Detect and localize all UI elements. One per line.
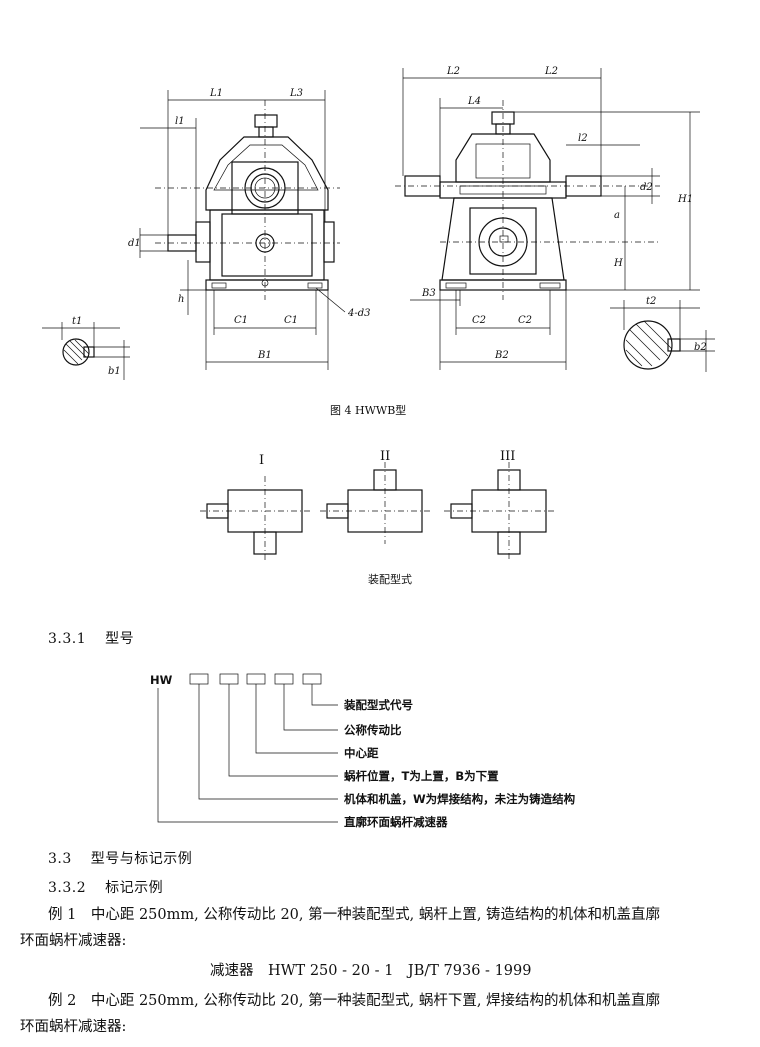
- dim-l1: l1: [175, 116, 185, 127]
- right-base-foot-2: [539, 282, 561, 289]
- dim-L2-left: L2: [446, 66, 460, 77]
- left-cover: [205, 136, 329, 211]
- dim-d2: d2: [640, 182, 653, 193]
- section-view-large: t2 b2: [610, 296, 715, 372]
- example-2: 例 2 中心距 250mm, 公称传动比 20, 第一种装配型式, 蜗杆下置, …: [20, 988, 745, 1040]
- example-1-line-2: 环面蜗杆减速器:: [20, 933, 127, 949]
- dim-4-d3: 4-d3: [347, 308, 371, 319]
- assembly-caption: 装配型式: [368, 572, 412, 586]
- dim-b1: b1: [108, 366, 121, 377]
- dim-H: H: [613, 258, 623, 269]
- left-side-boss-left: [195, 221, 211, 263]
- dim-L2-right: L2: [544, 66, 558, 77]
- section-large-key: [667, 338, 681, 352]
- dim-h: h: [178, 294, 184, 305]
- dim-l2: l2: [578, 133, 588, 144]
- left-body-inner: [221, 213, 313, 277]
- dim-H1: H1: [677, 194, 693, 205]
- dim-B2: B2: [494, 350, 509, 361]
- left-base-foot-2: [307, 282, 323, 289]
- dim-B3: B3: [421, 288, 436, 299]
- dim-b2: b2: [694, 342, 707, 353]
- legend-center-distance: 中心距: [344, 746, 379, 760]
- section-small-circle: [62, 338, 90, 366]
- section-3-3-number: 3.3: [48, 851, 72, 867]
- dim-L3: L3: [289, 88, 303, 99]
- dim-d1: d1: [128, 238, 141, 249]
- code-box-4: [274, 673, 294, 685]
- example-2-line-2: 环面蜗杆减速器:: [20, 1019, 127, 1035]
- section-3-3-1-number: 3.3.1: [48, 631, 87, 647]
- section-small-key: [83, 346, 95, 358]
- code-box-5: [302, 673, 322, 685]
- dim-t2: t2: [646, 296, 656, 307]
- assembly-type-2-label: II: [380, 449, 390, 464]
- code-box-2: [219, 673, 239, 685]
- section-3-3-title: 型号与标记示例: [90, 851, 193, 867]
- left-body: [209, 209, 325, 281]
- model-code-diagram: HW 装配型式代号 公称传动比 中心距 蜗杆位置，T为上置，B为下置 机体和机盖…: [150, 673, 576, 829]
- model-code-prefix: HW: [150, 673, 173, 687]
- dim-L4: L4: [467, 96, 481, 107]
- code-box-3: [246, 673, 266, 685]
- dim-L1: L1: [209, 88, 223, 99]
- legend-reducer-type: 直廓环面蜗杆减速器: [344, 815, 448, 829]
- legend-ratio: 公称传动比: [344, 723, 402, 737]
- section-small-hatch: [63, 339, 90, 365]
- dim-C1-right: C1: [284, 315, 298, 326]
- section-view-small: t1 b1: [42, 316, 130, 380]
- assembly-types-drawing: I II III 装配型式: [200, 449, 554, 586]
- dim-t1: t1: [72, 316, 82, 327]
- example-1-mark: 减速器 HWT 250 - 20 - 1 JB/T 7936 - 1999: [210, 963, 532, 979]
- assembly-type-3: III: [444, 449, 554, 562]
- left-base-foot-1: [211, 282, 227, 289]
- code-box-1: [189, 673, 209, 685]
- section-3-3-heading: 3.3 型号与标记示例: [48, 848, 192, 868]
- left-base: [205, 279, 329, 291]
- assembly-type-2: II: [320, 449, 430, 544]
- section-3-3-1-heading: 3.3.1 型号: [48, 628, 134, 648]
- section-3-3-2-number: 3.3.2: [48, 880, 87, 896]
- legend-assembly-code: 装配型式代号: [343, 698, 413, 712]
- right-base-foot-1: [445, 282, 467, 289]
- dim-C2-right: C2: [518, 315, 532, 326]
- example-1-line-1: 例 1 中心距 250mm, 公称传动比 20, 第一种装配型式, 蜗杆上置, …: [48, 907, 661, 923]
- figure-4-caption: 图 4 HWWB型: [330, 403, 406, 417]
- assembly-type-1-label: I: [259, 453, 264, 468]
- example-2-line-1: 例 2 中心距 250mm, 公称传动比 20, 第一种装配型式, 蜗杆下置, …: [48, 993, 661, 1009]
- section-large-hatch: [625, 320, 673, 367]
- dim-C2-left: C2: [472, 315, 486, 326]
- left-view: L1 L3 l1 d1 h C1 C1 B1 4-d3: [128, 88, 371, 370]
- left-cover-rib: [213, 144, 319, 191]
- figure-4-drawing: L1 L3 l1 d1 h C1 C1 B1 4-d3: [42, 66, 715, 417]
- legend-housing: 机体和机盖，W为焊接结构，未注为铸造结构: [344, 792, 576, 806]
- section-3-3-1-title: 型号: [105, 631, 135, 647]
- left-top-neck: [258, 126, 274, 138]
- dim-C1-left: C1: [234, 315, 248, 326]
- left-top-plug: [254, 114, 278, 128]
- dim-B1: B1: [257, 350, 272, 361]
- right-base: [439, 279, 567, 291]
- example-1: 例 1 中心距 250mm, 公称传动比 20, 第一种装配型式, 蜗杆上置, …: [20, 902, 745, 984]
- left-side-boss-right: [323, 221, 335, 263]
- legend-worm-position: 蜗杆位置，T为上置，B为下置: [344, 769, 499, 783]
- right-view: L2 L2 L4 l2 d2 a H H1 B3 C2 C2 B2: [395, 66, 700, 370]
- section-large-circle: [623, 320, 673, 370]
- right-bore-key: [499, 235, 509, 243]
- section-3-3-2-title: 标记示例: [105, 880, 164, 896]
- assembly-type-1: I: [200, 453, 310, 562]
- assembly-type-3-label: III: [500, 449, 515, 464]
- section-3-3-2-heading: 3.3.2 标记示例: [48, 877, 163, 897]
- dim-a: a: [614, 210, 620, 221]
